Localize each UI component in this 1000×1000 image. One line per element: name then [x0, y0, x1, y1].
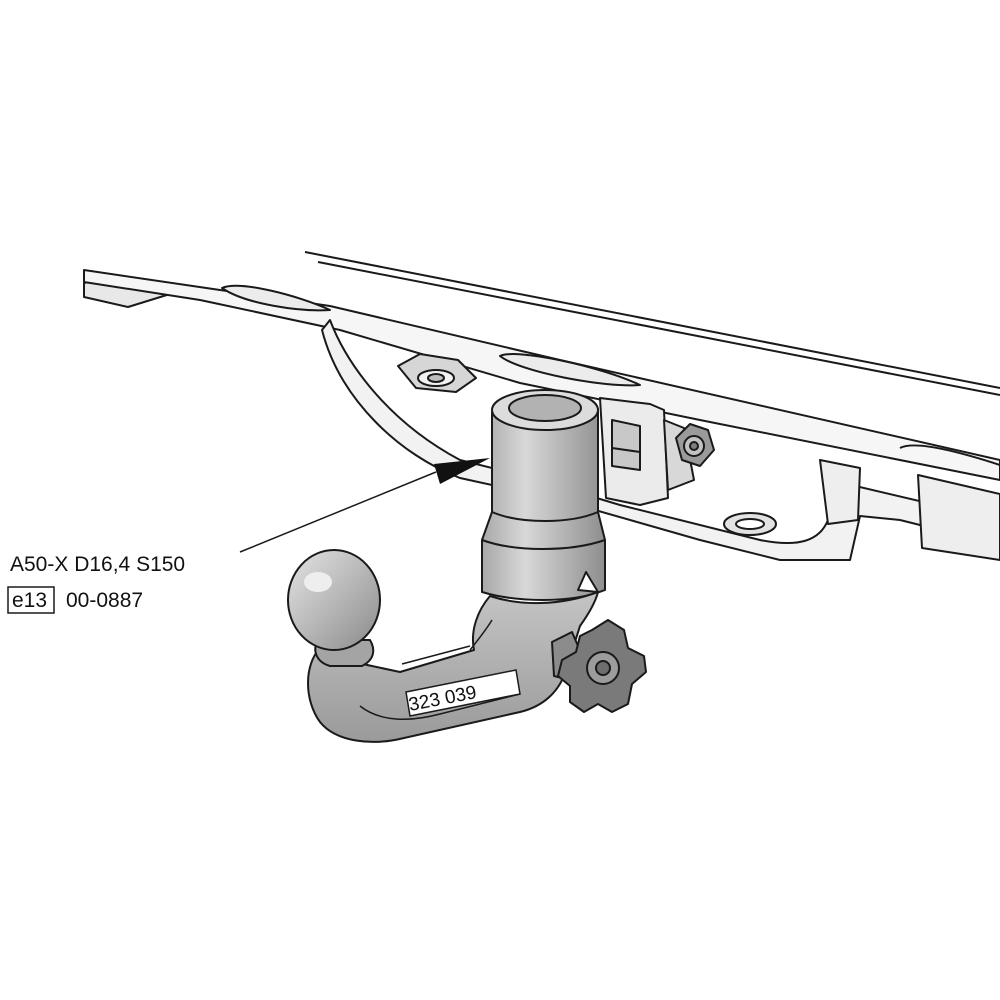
bracket-hex-bolt	[675, 423, 715, 467]
approval-mark-box	[7, 586, 55, 614]
locking-handwheel	[551, 619, 647, 713]
frame-slot-right	[499, 353, 641, 387]
frame-right-box	[819, 459, 861, 525]
frame-right-box-2	[917, 474, 1000, 561]
arrowhead-icon	[434, 458, 490, 484]
vehicle-frame	[83, 251, 1000, 561]
mounting-bracket	[599, 397, 695, 506]
bracket-mount-hole	[723, 512, 777, 536]
beam-hex-nut	[397, 353, 477, 393]
type-designation-block: A50-X D16,4 S150 e13 00-0887	[7, 553, 185, 614]
receiver-cylinder	[481, 389, 606, 601]
frame-slot-left	[221, 284, 331, 312]
approval-mark-text: e13	[12, 589, 47, 612]
approval-number-text: 00-0887	[66, 589, 143, 612]
callout-leader	[239, 458, 490, 553]
frame-right-slot	[899, 444, 1000, 466]
type-designation-text: A50-X D16,4 S150	[10, 553, 185, 576]
frame-top-edge-inner	[317, 261, 1000, 396]
tow-ball	[287, 549, 381, 667]
frame-top-edge	[304, 251, 1000, 389]
leader-line	[239, 471, 437, 553]
